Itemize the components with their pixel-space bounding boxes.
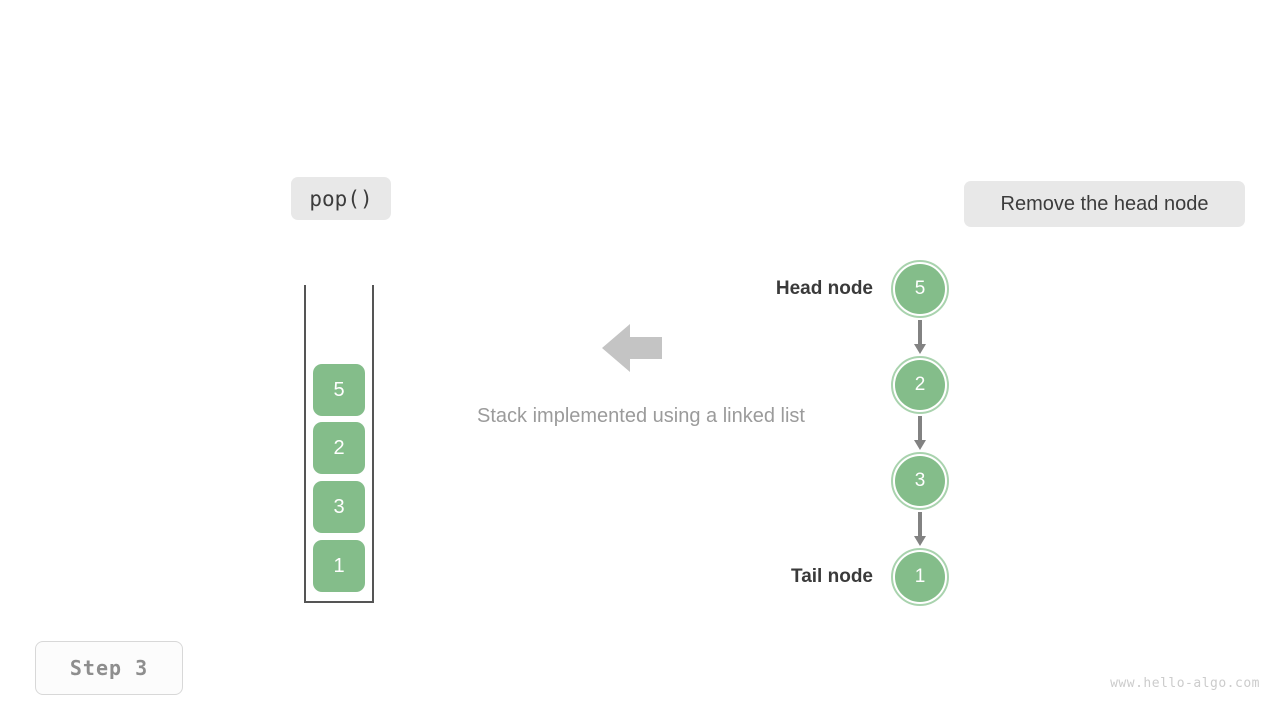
stack-cell-value: 5 [333, 378, 345, 401]
linked-list-node: 2 [891, 356, 949, 414]
diagram-caption-text: Stack implemented using a linked list [477, 405, 805, 427]
node-disc: 2 [895, 360, 945, 410]
edge-arrowhead-icon [914, 536, 926, 546]
stack-cell-value: 3 [333, 495, 345, 518]
operation-chip-label: pop() [309, 186, 373, 211]
linked-list-node: 3 [891, 452, 949, 510]
stack-container: 5 2 3 1 [304, 285, 374, 603]
tail-node-label-text: Tail node [791, 566, 873, 587]
node-value: 1 [914, 566, 926, 587]
head-node-label: Head node [776, 278, 873, 300]
node-ring [891, 260, 949, 318]
tail-node-label: Tail node [791, 566, 873, 588]
linked-list-diagram: Head node Tail node 5 2 3 1 [760, 250, 1010, 620]
stack-wall-left [304, 285, 306, 603]
footer-url-text: www.hello-algo.com [1110, 676, 1260, 691]
action-description-chip: Remove the head node [964, 181, 1245, 227]
left-arrow-icon [602, 324, 662, 372]
step-badge-label: Step 3 [69, 656, 149, 680]
node-disc: 5 [895, 264, 945, 314]
linked-list-node: 1 [891, 548, 949, 606]
step-badge: Step 3 [35, 641, 183, 695]
node-disc: 3 [895, 456, 945, 506]
node-ring [891, 548, 949, 606]
edge-arrowhead-icon [914, 344, 926, 354]
linked-list-edge [914, 416, 926, 450]
stack-wall-right [372, 285, 374, 603]
node-disc: 1 [895, 552, 945, 602]
action-description-label: Remove the head node [1000, 192, 1209, 215]
edge-shaft [918, 320, 922, 345]
head-node-label-text: Head node [775, 278, 873, 299]
linked-list-edge [914, 320, 926, 354]
linked-list-edge [914, 512, 926, 546]
stack-cell: 3 [313, 481, 365, 533]
node-value: 5 [914, 278, 926, 299]
footer-url: www.hello-algo.com [1110, 676, 1260, 691]
stack-cell-value: 1 [333, 554, 345, 577]
stack-cell: 5 [313, 364, 365, 416]
stack-cell: 1 [313, 540, 365, 592]
operation-chip: pop() [291, 177, 391, 220]
edge-shaft [918, 512, 922, 537]
edge-shaft [918, 416, 922, 441]
diagram-caption: Stack implemented using a linked list [441, 405, 841, 428]
node-value: 2 [914, 374, 926, 395]
stack-cell-value: 2 [333, 436, 345, 459]
node-value: 3 [914, 470, 926, 491]
node-ring [891, 452, 949, 510]
node-ring [891, 356, 949, 414]
stack-cell: 2 [313, 422, 365, 474]
stack-floor [304, 601, 374, 603]
linked-list-node: 5 [891, 260, 949, 318]
edge-arrowhead-icon [914, 440, 926, 450]
